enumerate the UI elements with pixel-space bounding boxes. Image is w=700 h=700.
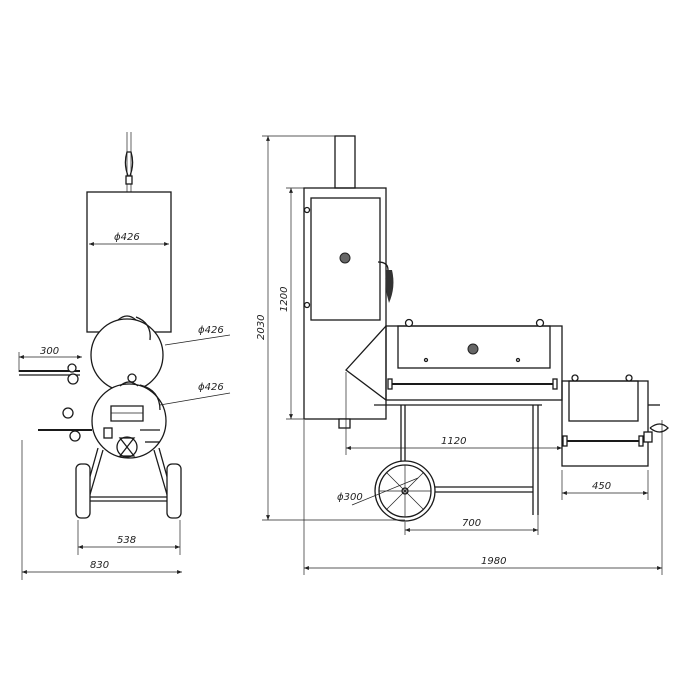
dim-front-chamber-top-diameter: ϕ426 — [198, 325, 224, 336]
front-cabinet — [86, 191, 172, 333]
side-firebox — [561, 374, 669, 467]
front-frame — [75, 447, 182, 519]
side-frame — [338, 405, 539, 515]
dimension-labels: ϕ426 ϕ426 ϕ426 300 538 830 2030 1200 112… — [40, 232, 611, 571]
side-wheel — [374, 460, 436, 522]
dimension-lines — [18, 135, 663, 580]
dim-front-pipe-diameter: ϕ426 — [114, 232, 140, 243]
dim-side-firebox-length: 450 — [592, 481, 611, 492]
dim-front-chamber-bottom-diameter: ϕ426 — [198, 382, 224, 393]
dim-front-shelf-length: 300 — [40, 346, 59, 357]
dim-side-chamber-length: 1120 — [441, 436, 466, 447]
side-cooking-chamber — [345, 318, 563, 406]
front-chimney — [124, 132, 134, 192]
side-cabinet — [303, 187, 387, 420]
side-cabinet-door — [303, 197, 394, 321]
front-upper-chamber — [90, 315, 164, 392]
front-view — [19, 132, 182, 519]
side-view — [303, 135, 669, 522]
dim-side-wheel-diameter: ϕ300 — [337, 492, 363, 503]
side-chimney — [334, 135, 356, 189]
front-shelves — [19, 363, 92, 442]
dim-side-cabinet-height: 1200 — [279, 287, 290, 312]
dim-side-frame-length: 700 — [462, 518, 481, 529]
dim-side-total-height: 2030 — [256, 315, 267, 340]
dim-side-total-length: 1980 — [481, 556, 506, 567]
front-firebox — [91, 381, 167, 459]
dim-front-wheelbase: 538 — [117, 535, 136, 546]
dim-front-total-width: 830 — [90, 560, 109, 571]
